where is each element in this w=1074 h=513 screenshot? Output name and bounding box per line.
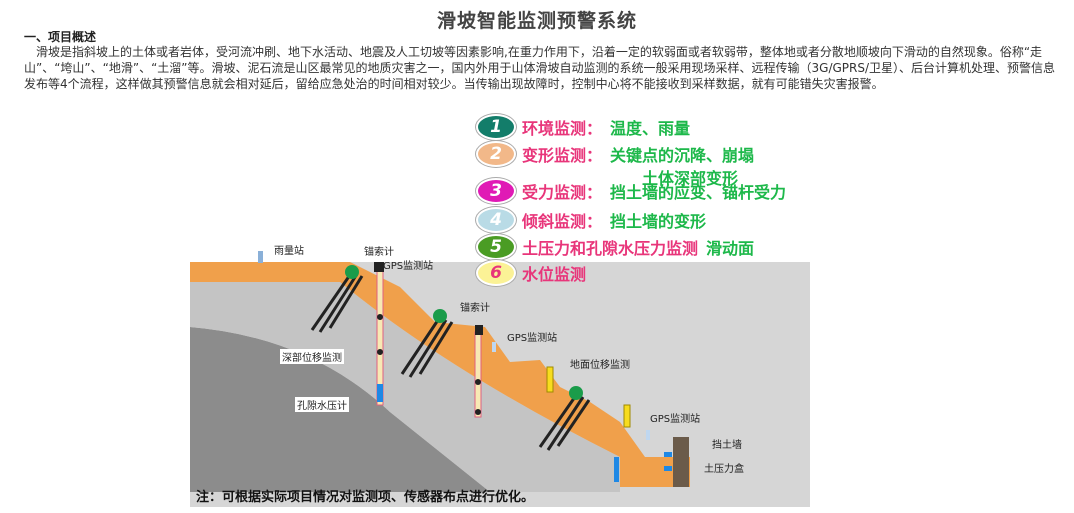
rain-station-label: 雨量站	[274, 246, 304, 257]
legend-item-water-level: 6 水位监测	[476, 260, 587, 286]
legend-category: 变形监测：	[522, 146, 603, 165]
legend-item-deformation: 2 变形监测： 关键点的沉降、崩塌	[476, 141, 755, 167]
section-heading: 一、项目概述	[24, 30, 97, 44]
legend-item-tilt: 4 倾斜监测： 挡土墙的变形	[476, 207, 707, 233]
legend-item-pressure: 5 土压力和孔隙水压力监测 滑动面	[476, 234, 755, 260]
soil-slope	[190, 262, 690, 487]
legend-category: 土压力和孔隙水压力监测	[522, 239, 699, 258]
legend-badge: 4	[476, 207, 516, 233]
gps-station-label-3: GPS监测站	[650, 414, 701, 425]
legend-detail: 挡土墙的应变、锚杆受力	[610, 183, 787, 202]
page-title: 滑坡智能监测预警系统	[436, 10, 637, 32]
light-rock-layer	[190, 262, 620, 492]
legend-category: 受力监测：	[522, 183, 603, 202]
legend-badge: 5	[476, 234, 516, 260]
retaining-wall	[673, 437, 689, 487]
legend-detail: 挡土墙的变形	[610, 212, 707, 231]
legend-detail: 滑动面	[706, 239, 755, 258]
legend-category: 环境监测：	[522, 119, 603, 138]
legend-badge: 6	[476, 260, 516, 286]
anchor-meter-label-2: 锚索计	[460, 303, 490, 314]
legend-category: 水位监测	[522, 265, 587, 284]
deep-displacement-label: 深部位移监测	[280, 349, 344, 364]
gps-station-label-2: GPS监测站	[507, 333, 558, 344]
anchor-meter-label-1: 锚索计	[364, 247, 394, 258]
retaining-wall-label: 挡土墙	[712, 440, 742, 451]
legend-item-environment: 1 环境监测： 温度、雨量	[476, 114, 691, 140]
legend-badge: 3	[476, 178, 516, 204]
diagram-note: 注：可根据实际项目情况对监测项、传感器布点进行优化。	[196, 490, 535, 505]
overview-text: 滑坡是指斜坡上的土体或者岩体，受河流冲刷、地下水活动、地震及人工切坡等因素影响,…	[24, 44, 1060, 92]
legend-detail: 温度、雨量	[610, 119, 691, 138]
pore-water-meter-label: 孔隙水压计	[295, 397, 349, 412]
earth-pressure-box-label: 土压力盒	[704, 464, 744, 475]
ground-displacement-label: 地面位移监测	[570, 360, 630, 371]
legend-detail: 关键点的沉降、崩塌	[610, 146, 755, 165]
gps-station-label-1: GPS监测站	[383, 261, 434, 272]
overview-paragraph: 滑坡是指斜坡上的土体或者岩体，受河流冲刷、地下水活动、地震及人工切坡等因素影响,…	[24, 45, 1056, 91]
legend-detail-secondary: 土体深部变形	[642, 169, 739, 188]
legend-item-stress: 3 受力监测： 挡土墙的应变、锚杆受力	[476, 178, 787, 204]
legend-badge: 2	[476, 141, 516, 167]
legend-category: 倾斜监测：	[522, 212, 603, 231]
legend-badge: 1	[476, 114, 516, 140]
